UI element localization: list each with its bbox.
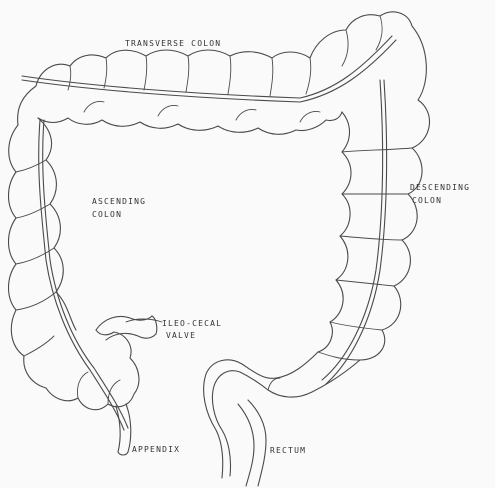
label-ileocecal: ILEO-CECAL [162, 318, 222, 329]
label-transverse-colon: TRANSVERSE COLON [125, 38, 221, 49]
transverse-colon [18, 12, 412, 134]
cecum [46, 330, 139, 410]
label-descending-colon: COLON [412, 195, 442, 206]
label-ascending: ASCENDING [92, 196, 146, 207]
label-ascending-colon: COLON [92, 209, 122, 220]
ascending-colon [9, 118, 129, 430]
sigmoid-colon [204, 352, 360, 478]
ileocecal-pointer [126, 319, 162, 322]
rectum [238, 400, 266, 486]
label-rectum: RECTUM [270, 445, 306, 456]
label-ileocecal-valve: VALVE [166, 330, 196, 341]
label-appendix: APPENDIX [132, 444, 180, 455]
label-descending: DESCENDING [410, 182, 470, 193]
